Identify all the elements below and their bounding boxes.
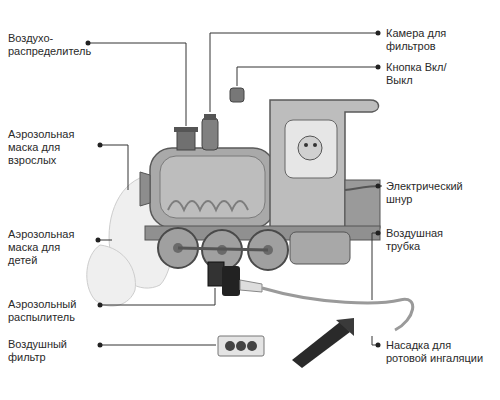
part-label: Насадка для ротовой ингаляции (386, 339, 486, 365)
part-label: Аэрозольная маска для детей (8, 228, 92, 267)
part-label: Электрический шнур (386, 180, 486, 206)
part-label: Аэрозольный распылитель (8, 298, 96, 324)
part-label: Воздушный фильтр (8, 338, 96, 364)
part-label: Аэрозольная маска для взрослых (8, 128, 94, 167)
part-label: Камера для фильтров (386, 27, 468, 53)
part-label: Воздушная трубка (386, 227, 468, 253)
part-label: Воздухо- распределитель (8, 32, 86, 58)
part-label: Кнопка Вкл/Выкл (386, 61, 468, 87)
